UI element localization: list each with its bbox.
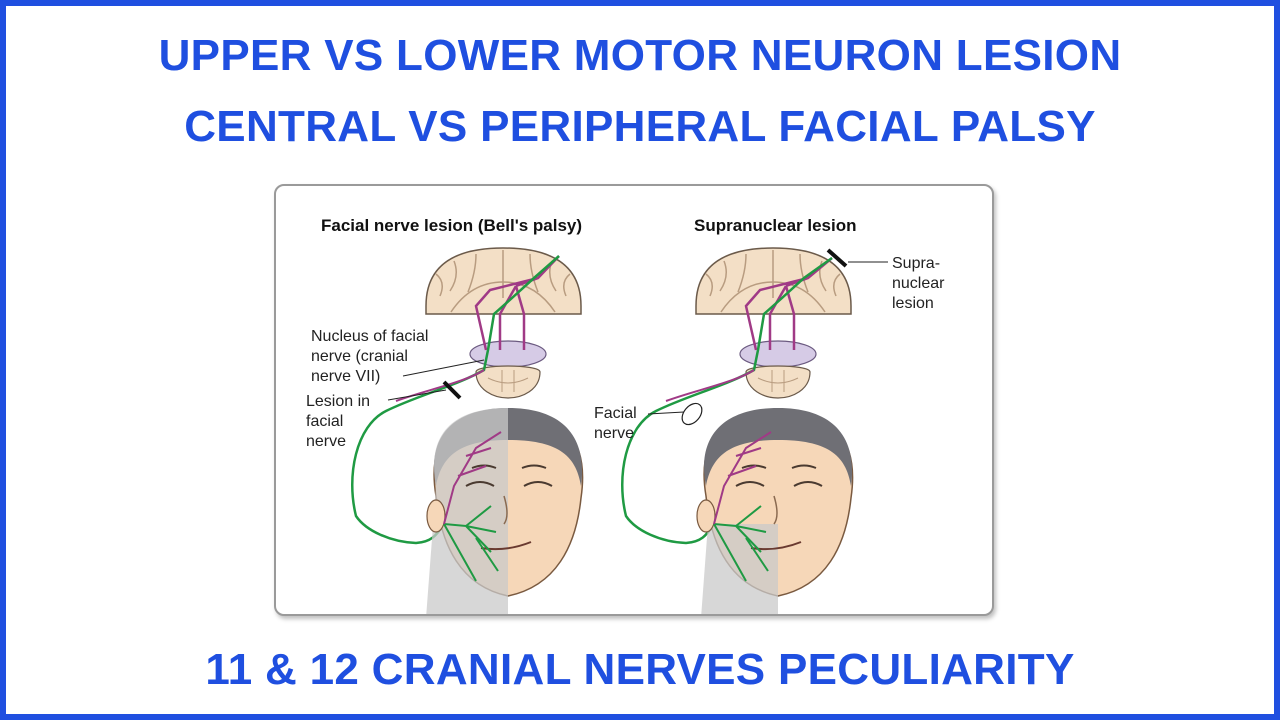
svg-text:Lesion in: Lesion in	[306, 393, 370, 410]
diagram-svg: Facial nerve lesion (Bell's palsy)	[306, 216, 945, 614]
right-face-green-branches	[713, 505, 769, 582]
svg-text:nerve VII): nerve VII)	[311, 368, 380, 385]
title-upper-vs-lower-motor-neuron: UPPER VS LOWER MOTOR NEURON LESION	[158, 31, 1122, 80]
right-facial-nerve-ring	[681, 402, 703, 426]
right-supranuclear-label: Supra- nuclear lesion	[848, 255, 945, 312]
right-face-purple-branches	[713, 431, 772, 525]
left-face-purple-branches	[443, 431, 502, 525]
svg-text:nerve (cranial: nerve (cranial	[311, 348, 408, 365]
left-diagram: Facial nerve lesion (Bell's palsy)	[306, 216, 584, 614]
right-brain-icon	[695, 247, 852, 315]
facial-palsy-diagram: Facial nerve lesion (Bell's palsy)	[274, 184, 994, 616]
right-facial-nerve-label: Facial nerve	[594, 405, 685, 442]
right-purple-pathway	[744, 257, 833, 351]
left-lesion-label: Lesion in facial nerve	[306, 389, 447, 450]
right-purple-branch	[665, 369, 755, 402]
left-face-green-branches	[443, 505, 499, 582]
left-purple-pathway	[474, 255, 560, 351]
right-face-icon	[696, 408, 854, 614]
right-diagram-title: Supranuclear lesion	[694, 216, 857, 235]
left-nucleus-label: Nucleus of facial nerve (cranial nerve V…	[311, 328, 485, 385]
svg-text:Facial: Facial	[594, 405, 637, 422]
svg-text:Supra-: Supra-	[892, 255, 940, 272]
svg-text:facial: facial	[306, 413, 343, 430]
right-supranuclear-lesion-mark	[826, 248, 848, 268]
right-diagram: Supranuclear lesion	[594, 216, 945, 614]
title-cranial-nerves-peculiarity: 11 & 12 CRANIAL NERVES PECULIARITY	[205, 645, 1075, 694]
left-brain-icon	[425, 247, 582, 315]
right-brainstem-icon	[739, 340, 817, 399]
svg-text:lesion: lesion	[892, 295, 934, 312]
svg-text:Nucleus of facial: Nucleus of facial	[311, 328, 428, 345]
left-diagram-title: Facial nerve lesion (Bell's palsy)	[321, 216, 582, 235]
left-purple-branch	[395, 369, 485, 402]
svg-text:nerve: nerve	[594, 425, 634, 442]
left-face-icon	[426, 408, 584, 614]
title-central-vs-peripheral-facial-palsy: CENTRAL VS PERIPHERAL FACIAL PALSY	[184, 102, 1096, 151]
svg-text:nuclear: nuclear	[892, 275, 945, 292]
svg-text:nerve: nerve	[306, 433, 346, 450]
left-lesion-mark	[442, 380, 462, 400]
left-brainstem-icon	[469, 340, 547, 399]
